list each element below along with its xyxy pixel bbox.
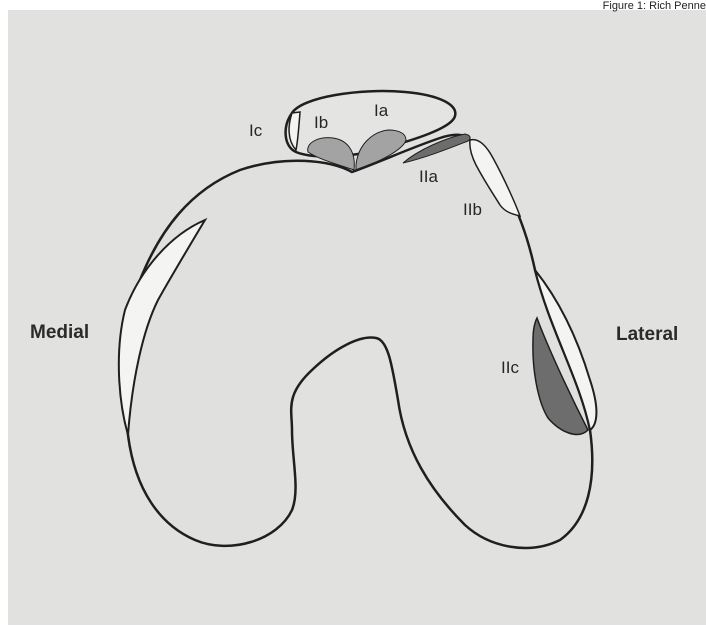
label-medial: Medial xyxy=(30,323,89,342)
label-iib: IIb xyxy=(463,201,482,218)
label-ib: Ib xyxy=(314,114,328,131)
label-ic: Ic xyxy=(249,122,262,139)
label-iia: IIa xyxy=(419,168,438,185)
label-lateral: Lateral xyxy=(616,325,678,344)
label-ia: Ia xyxy=(374,102,388,119)
femur-outline xyxy=(124,135,593,548)
label-iic: IIc xyxy=(501,359,519,376)
